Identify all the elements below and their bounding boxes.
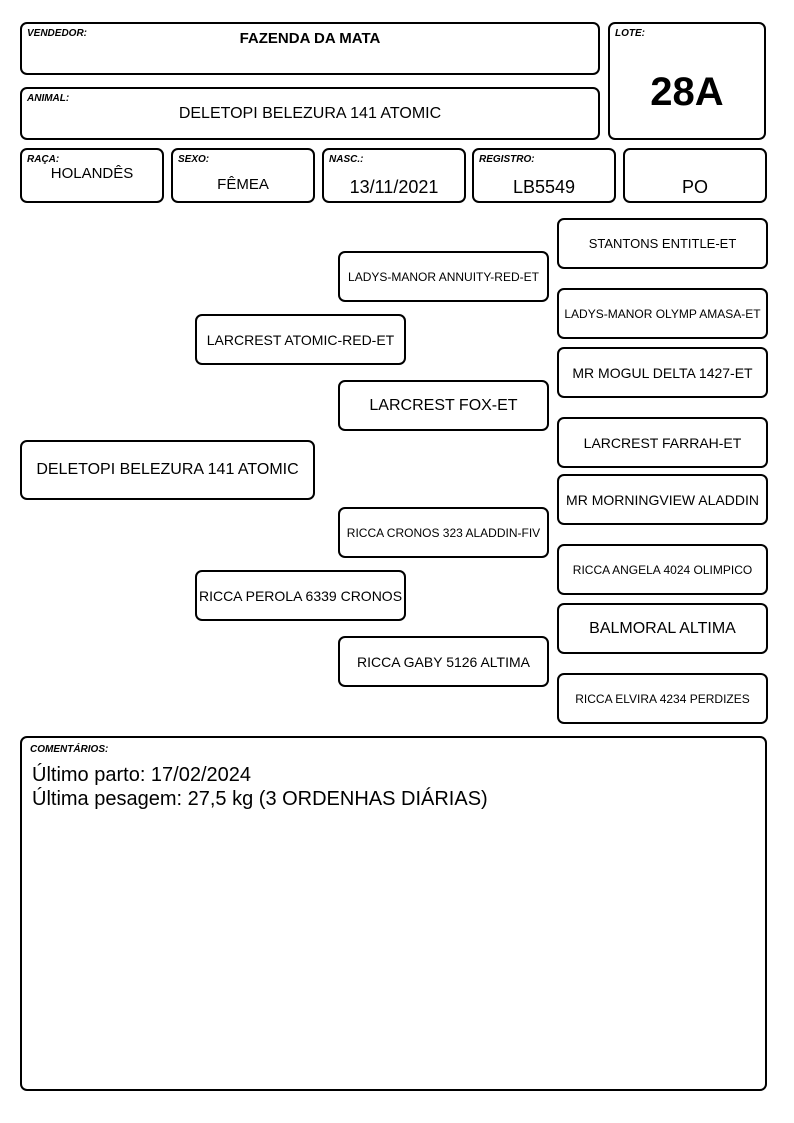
sexo-box: SEXO: FÊMEA xyxy=(171,148,315,203)
pedigree-dss: MR MORNINGVIEW ALADDIN xyxy=(557,474,768,525)
vendedor-value: FAZENDA DA MATA xyxy=(239,30,381,47)
pedigree-dam-sire: RICCA CRONOS 323 ALADDIN-FIV xyxy=(338,507,549,558)
vendedor-box: VENDEDOR: FAZENDA DA MATA xyxy=(20,22,600,75)
pedigree-sdd: LARCREST FARRAH-ET xyxy=(557,417,768,468)
pedigree-ssd: LADYS-MANOR OLYMP AMASA-ET xyxy=(557,288,768,339)
pedigree-sire-dam: LARCREST FOX-ET xyxy=(338,380,549,431)
pedigree-sss: STANTONS ENTITLE-ET xyxy=(557,218,768,269)
nasc-value: 13/11/2021 xyxy=(349,177,439,197)
pedigree-dds: BALMORAL ALTIMA xyxy=(557,603,768,654)
raca-label: RAÇA: xyxy=(27,154,60,165)
raca-box: RAÇA: HOLANDÊS xyxy=(20,148,164,203)
comments-label: COMENTÁRIOS: xyxy=(30,744,109,755)
nasc-box: NASC.: 13/11/2021 xyxy=(322,148,466,203)
pedigree-ddd: RICCA ELVIRA 4234 PERDIZES xyxy=(557,673,768,724)
comments-line-2: Última pesagem: 27,5 kg (3 ORDENHAS DIÁR… xyxy=(32,788,488,810)
pedigree-sire: LARCREST ATOMIC-RED-ET xyxy=(195,314,406,365)
pedigree-dam: RICCA PEROLA 6339 CRONOS xyxy=(195,570,406,621)
comments-box: COMENTÁRIOS: Último parto: 17/02/2024 Úl… xyxy=(20,736,767,1091)
registro-label: REGISTRO: xyxy=(479,154,535,165)
categoria-value: PO xyxy=(681,177,708,197)
animal-box: ANIMAL: DELETOPI BELEZURA 141 ATOMIC xyxy=(20,87,600,140)
animal-label: ANIMAL: xyxy=(27,93,70,104)
animal-value: DELETOPI BELEZURA 141 ATOMIC xyxy=(178,105,442,122)
sexo-label: SEXO: xyxy=(178,154,210,165)
raca-value: HOLANDÊS xyxy=(50,165,134,182)
pedigree-sds: MR MOGUL DELTA 1427-ET xyxy=(557,347,768,398)
pedigree-dam-dam: RICCA GABY 5126 ALTIMA xyxy=(338,636,549,687)
pedigree-animal: DELETOPI BELEZURA 141 ATOMIC xyxy=(20,440,315,500)
registro-value: LB5549 xyxy=(512,177,576,197)
lote-label: LOTE: xyxy=(615,28,645,39)
registro-box: REGISTRO: LB5549 xyxy=(472,148,616,203)
sexo-value: FÊMEA xyxy=(217,176,269,193)
lote-box: LOTE: 28A xyxy=(608,22,766,140)
categoria-box: PO xyxy=(623,148,767,203)
comments-line-1: Último parto: 17/02/2024 xyxy=(32,764,252,786)
pedigree-dsd: RICCA ANGELA 4024 OLIMPICO xyxy=(557,544,768,595)
nasc-label: NASC.: xyxy=(329,154,364,165)
vendedor-label: VENDEDOR: xyxy=(27,28,88,39)
pedigree-sire-sire: LADYS-MANOR ANNUITY-RED-ET xyxy=(338,251,549,302)
lote-value: 28A xyxy=(650,70,724,114)
